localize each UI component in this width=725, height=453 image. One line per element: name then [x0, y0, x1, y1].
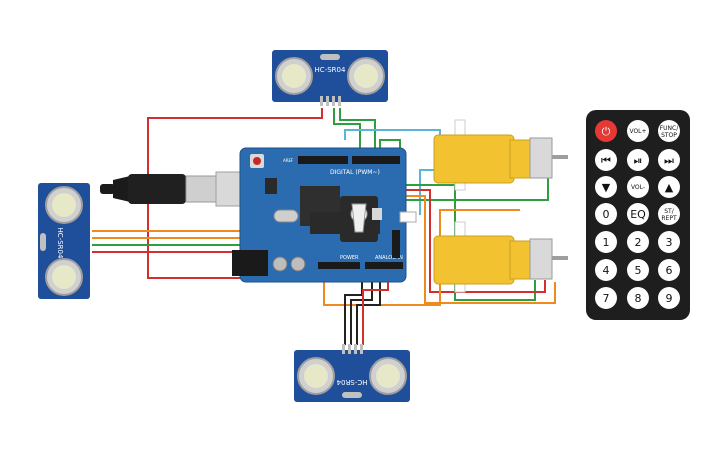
remote-button-label: 2: [635, 236, 642, 249]
sensor-bottom-model: HC-SR04: [336, 378, 367, 386]
label-digital: DIGITAL (PWM~): [330, 169, 380, 176]
label-aref: AREF: [283, 158, 294, 163]
remote-button-fast-forward[interactable]: ⏭: [658, 149, 680, 171]
wire-top-echo: [333, 108, 361, 150]
ultrasonic-sensor-left: HC-SR04: [38, 183, 90, 299]
remote-button-play-pause[interactable]: ⏯: [627, 149, 649, 171]
remote-button-2[interactable]: 2: [627, 231, 649, 253]
wire-bottom-gnd: [362, 282, 389, 345]
wire-top-gnd: [339, 108, 376, 150]
remote-button-label: FUNC/: [660, 125, 680, 132]
remote-button-label: STOP: [661, 132, 677, 139]
remote-button-down[interactable]: ▼: [595, 176, 617, 198]
power-header: [318, 262, 360, 269]
remote-button-st-rept[interactable]: ST/REPT: [658, 203, 680, 225]
dc-motor-bottom: [433, 221, 568, 293]
wire-orange-motor: [323, 209, 520, 306]
remote-button-label: REPT: [661, 215, 677, 222]
remote-button-label: ST/: [664, 208, 674, 215]
fast-forward-icon: ⏭: [664, 154, 674, 167]
down-arrow-icon: ▼: [602, 181, 611, 194]
label-power: POWER: [340, 255, 359, 261]
up-arrow-icon: ▲: [665, 181, 674, 194]
remote-button-label: VOL+: [629, 128, 646, 135]
remote-button-func-stop[interactable]: FUNC/STOP: [658, 120, 680, 142]
remote-button-power[interactable]: ⏻: [595, 120, 617, 142]
remote-button-9[interactable]: 9: [658, 287, 680, 309]
ir-remote: ⏻ VOL+ FUNC/STOP ⏮ ⏯ ⏭ ▼ VOL- ▲ 0 EQ ST/REPT 1 2 3 4 5 6 7…: [586, 110, 690, 320]
rewind-icon: ⏮: [601, 154, 611, 167]
remote-button-4[interactable]: 4: [595, 259, 617, 281]
play-pause-icon: ⏯: [634, 154, 643, 167]
remote-button-label: 3: [666, 236, 673, 249]
servo-motor: [340, 196, 417, 242]
remote-button-label: 6: [666, 264, 673, 277]
sensor-top-model: HC-SR04: [315, 66, 346, 74]
ultrasonic-sensor-bottom: HC-SR04: [294, 344, 410, 402]
remote-button-rewind[interactable]: ⏮: [595, 149, 617, 171]
analog-header: [365, 262, 403, 269]
remote-button-7[interactable]: 7: [595, 287, 617, 309]
remote-button-label: 5: [635, 264, 642, 277]
remote-button-label: 4: [603, 264, 610, 277]
power-icon: ⏻: [602, 125, 611, 138]
remote-button-label: VOL-: [631, 184, 645, 191]
remote-button-eq[interactable]: EQ: [627, 203, 649, 225]
dc-motor-top: [433, 119, 568, 191]
usb-cable: [100, 171, 263, 207]
remote-button-vol-up[interactable]: VOL+: [627, 120, 649, 142]
remote-button-label: 7: [603, 292, 610, 305]
remote-button-0[interactable]: 0: [595, 203, 617, 225]
remote-button-1[interactable]: 1: [595, 231, 617, 253]
remote-button-label: 8: [635, 292, 642, 305]
digital-header-right: [352, 156, 400, 164]
remote-button-5[interactable]: 5: [627, 259, 649, 281]
digital-header-left: [298, 156, 348, 164]
wire-bottom-echo: [356, 282, 381, 345]
remote-button-3[interactable]: 3: [658, 231, 680, 253]
remote-button-label: 1: [603, 236, 610, 249]
power-jack: [232, 250, 268, 276]
ultrasonic-sensor-top: HC-SR04: [272, 50, 388, 106]
remote-button-label: EQ: [630, 208, 646, 221]
remote-button-vol-down[interactable]: VOL-: [627, 176, 649, 198]
remote-button-8[interactable]: 8: [627, 287, 649, 309]
remote-button-up[interactable]: ▲: [658, 176, 680, 198]
label-analog: ANALOG IN: [375, 255, 403, 261]
remote-button-6[interactable]: 6: [658, 259, 680, 281]
wire-bottom-vcc: [344, 282, 363, 345]
remote-button-label: 0: [603, 208, 610, 221]
remote-button-label: 9: [666, 292, 673, 305]
sensor-left-model: HC-SR04: [56, 228, 64, 259]
